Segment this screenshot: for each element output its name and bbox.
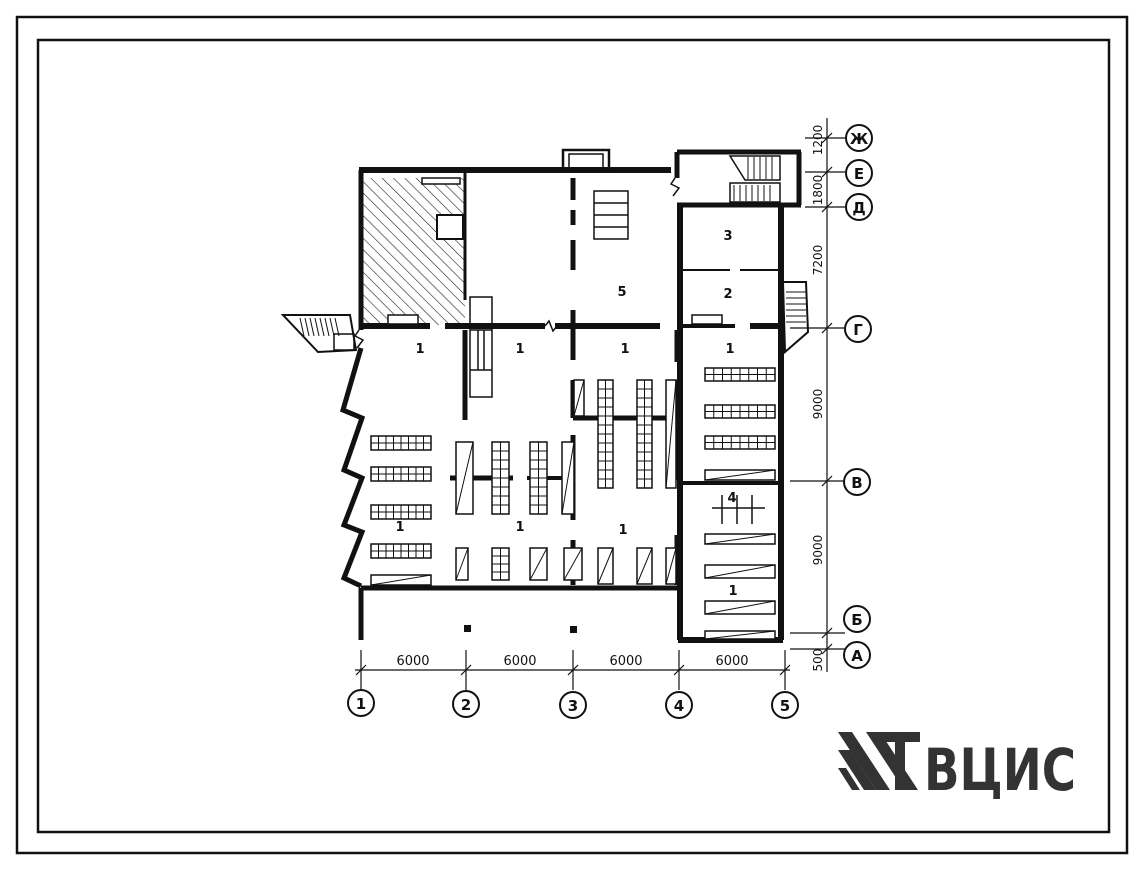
- vcis-logo: ВЦИС: [838, 732, 1076, 804]
- rack-vertical: [529, 441, 548, 515]
- dimension-label: 6000: [503, 654, 536, 669]
- rack-vertical: [491, 441, 510, 515]
- rack-vertical: [455, 547, 469, 581]
- axis-label-row: А: [851, 647, 863, 665]
- rack-horizontal: [370, 504, 432, 520]
- break-marks: [353, 177, 681, 349]
- rack-vertical: [573, 379, 585, 417]
- room-number: 3: [723, 229, 732, 244]
- logo-stripes-icon: [838, 732, 920, 790]
- room-number: 1: [515, 342, 524, 357]
- room-number: 2: [723, 287, 732, 302]
- axis-label-row: Е: [854, 165, 864, 183]
- dimension-label: 6000: [609, 654, 642, 669]
- room-number: 1: [415, 342, 424, 357]
- hatched-room: [361, 178, 465, 325]
- axis-label-column: 4: [674, 697, 684, 715]
- axis-label-row: Д: [852, 199, 865, 217]
- room4-partitions: [712, 495, 765, 524]
- rack-horizontal: [370, 435, 432, 451]
- rack-vertical: [597, 379, 614, 489]
- bottom-dimension-line: [355, 650, 791, 690]
- column-b2: [464, 625, 471, 632]
- rack-vertical: [561, 441, 575, 515]
- room-number: 4: [727, 491, 736, 506]
- axis-label-row: Г: [853, 321, 863, 339]
- column-b3: [570, 626, 577, 633]
- equipment-small: [387, 177, 723, 325]
- dimension-label: 7200: [811, 245, 825, 276]
- rack-horizontal: [370, 466, 432, 482]
- dimension-label: 6000: [396, 654, 429, 669]
- rack-vertical: [665, 379, 677, 489]
- dimension-label: 1200: [811, 125, 825, 156]
- right-dimension-line: [790, 118, 845, 672]
- rack-horizontal: [704, 469, 776, 481]
- staircase-top-right: [728, 155, 781, 203]
- axis-label-row: В: [851, 474, 862, 492]
- axis-label-column: 5: [780, 697, 790, 715]
- dimension-label: 9000: [811, 389, 825, 420]
- rack-vertical: [563, 547, 583, 581]
- rack-horizontal: [704, 630, 776, 640]
- row-axis-bubbles: [843, 124, 873, 669]
- room-number: 1: [618, 523, 627, 538]
- top-canopy: [561, 148, 611, 172]
- rack-vertical: [529, 547, 548, 581]
- rack-horizontal: [704, 564, 776, 579]
- axis-label-row: Ж: [850, 130, 869, 148]
- interior-stair-room5: [593, 190, 629, 240]
- rack-vertical: [636, 547, 653, 585]
- room-number: 1: [515, 520, 524, 535]
- rack-horizontal: [370, 543, 432, 559]
- logo-text: ВЦИС: [924, 736, 1076, 804]
- dimension-label: 1800: [811, 175, 825, 206]
- right-entrance-stair: [781, 281, 810, 355]
- axis-label-row: Б: [851, 611, 862, 629]
- room-number: 1: [728, 584, 737, 599]
- outer-frame: [15, 15, 1129, 855]
- horizontal-racks: [370, 367, 776, 640]
- rack-horizontal: [704, 404, 776, 419]
- rack-vertical: [455, 441, 474, 515]
- dimension-label: 6000: [715, 654, 748, 669]
- rack-vertical: [597, 547, 614, 585]
- column-axis-bubbles: [347, 689, 799, 719]
- rack-vertical: [636, 379, 653, 489]
- inner-frame: [36, 38, 1111, 834]
- rack-horizontal: [704, 435, 776, 450]
- dimension-label: 500: [811, 649, 825, 672]
- rack-vertical: [665, 547, 677, 585]
- rack-horizontal: [704, 533, 776, 545]
- room-number: 5: [617, 285, 626, 300]
- axis-label-column: 3: [568, 697, 578, 715]
- room-number: 1: [725, 342, 734, 357]
- rack-horizontal: [704, 600, 776, 615]
- room-number: 1: [395, 520, 404, 535]
- interior-stair-axis2: [469, 296, 493, 398]
- rack-horizontal: [370, 574, 432, 586]
- axis-label-column: 1: [356, 695, 366, 713]
- left-entrance-stair: [280, 314, 358, 354]
- rack-vertical: [491, 547, 510, 581]
- room-number: 1: [620, 342, 629, 357]
- dimension-label: 9000: [811, 535, 825, 566]
- axis-label-column: 2: [461, 696, 471, 714]
- rack-horizontal: [704, 367, 776, 382]
- hatched-room-equipment: [436, 214, 464, 240]
- vertical-racks: [455, 379, 677, 585]
